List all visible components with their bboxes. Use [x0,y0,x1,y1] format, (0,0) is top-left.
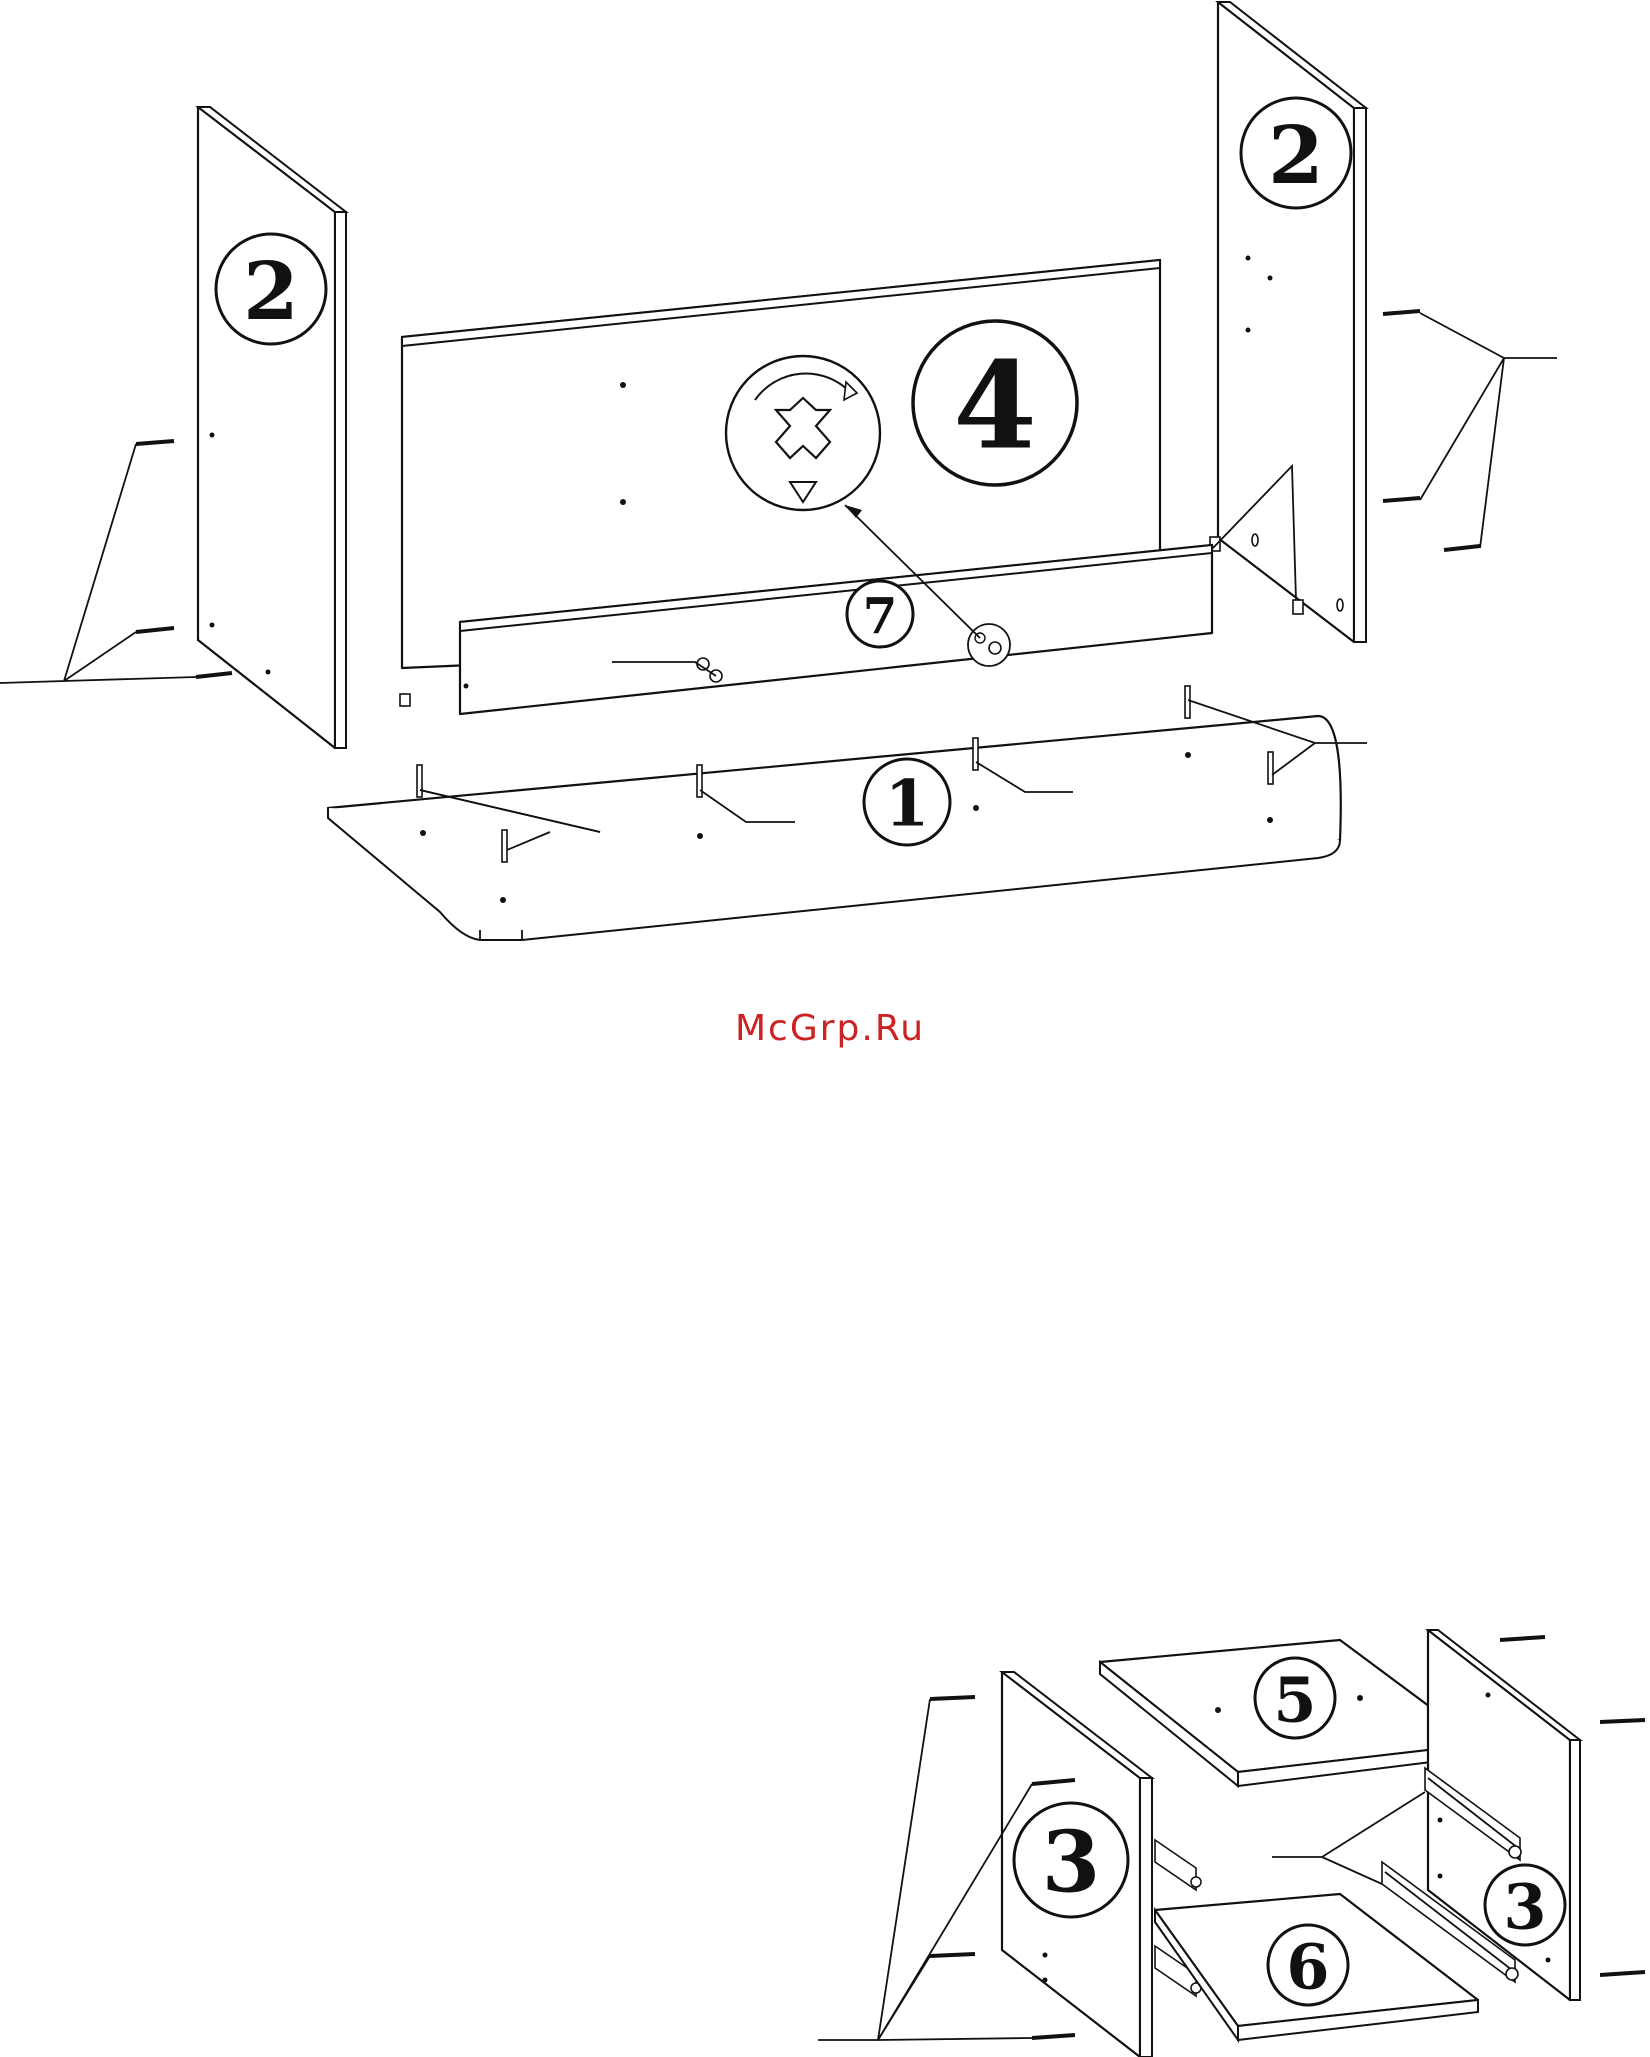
svg-text:3: 3 [1503,1871,1546,1944]
screws-right [1383,311,1480,550]
label-front-rail: 7 [847,581,913,647]
left-side-panel [198,107,346,748]
svg-text:2: 2 [1268,108,1324,202]
watermark: McGrp.Ru [735,1008,925,1049]
bottom-panel [328,716,1341,940]
svg-text:2: 2 [243,244,299,338]
svg-text:4: 4 [953,336,1037,477]
label-bottom-panel: 1 [864,759,950,845]
label-drawer-left-side: 3 [1014,1803,1128,1917]
svg-text:7: 7 [863,587,898,646]
svg-text:5: 5 [1273,1664,1316,1737]
label-drawer-top: 5 [1255,1658,1335,1738]
svg-text:6: 6 [1286,1931,1329,2004]
cam-lock-detail-icon [726,356,880,510]
label-right-side: 2 [1241,98,1351,208]
label-left-side: 2 [216,234,326,344]
svg-text:1: 1 [885,767,930,842]
label-back-panel: 4 [913,321,1077,485]
drawer-right-side [1428,1630,1580,2000]
label-drawer-right-side: 3 [1485,1865,1565,1945]
svg-text:3: 3 [1042,1813,1100,1912]
label-drawer-bottom: 6 [1268,1925,1348,2005]
